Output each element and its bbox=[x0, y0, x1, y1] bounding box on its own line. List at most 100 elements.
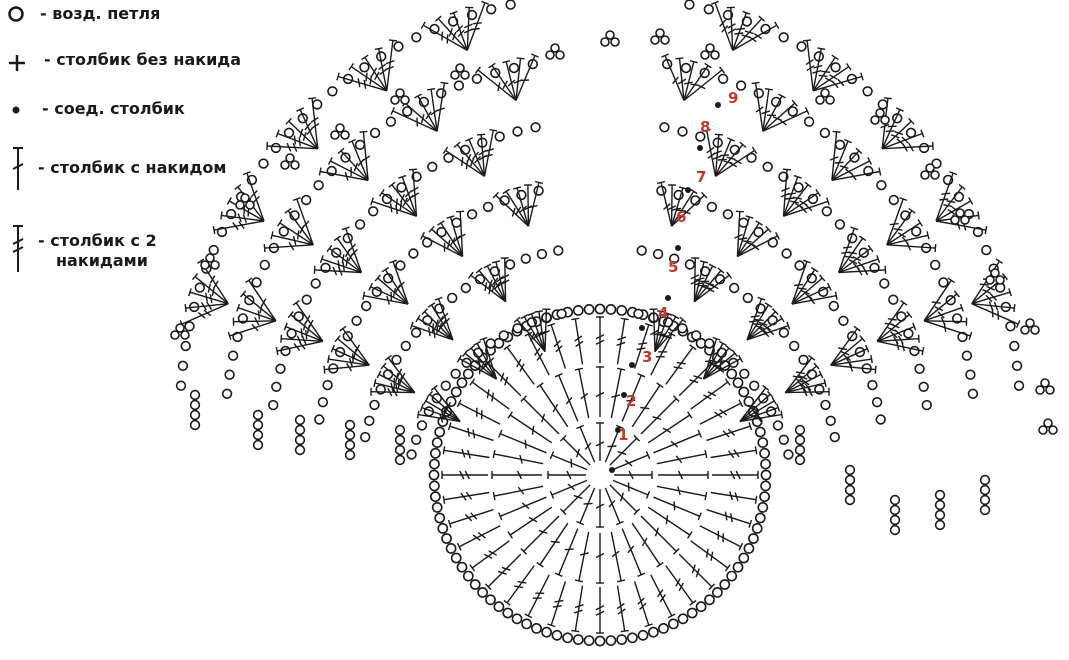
chain-stitch bbox=[704, 338, 715, 349]
stitch-stroke bbox=[491, 283, 497, 293]
chain-stitch bbox=[251, 277, 262, 288]
stitch bbox=[656, 449, 708, 465]
stitch-stroke bbox=[791, 269, 816, 305]
stitch-stroke bbox=[361, 54, 369, 61]
stitch-stroke bbox=[184, 304, 187, 313]
stitch-stroke bbox=[442, 495, 446, 504]
stitch-stroke bbox=[754, 495, 758, 504]
stitch-stroke bbox=[492, 277, 499, 286]
stitch-stroke bbox=[524, 613, 533, 619]
stitch bbox=[184, 301, 229, 313]
chain-stitch bbox=[360, 431, 371, 443]
stitch-stroke bbox=[530, 53, 539, 58]
stitch-stroke bbox=[298, 341, 306, 350]
chain-stitch bbox=[477, 587, 488, 598]
stitch-stroke bbox=[203, 309, 212, 317]
stitch bbox=[595, 366, 605, 417]
stitch-stroke bbox=[388, 181, 396, 188]
stitch-stroke bbox=[472, 429, 476, 439]
chain-stitch bbox=[1048, 425, 1058, 435]
stitch-stroke bbox=[551, 479, 588, 496]
stitch-stroke bbox=[712, 336, 721, 341]
stitch-stroke bbox=[886, 234, 929, 246]
stitch-stroke bbox=[304, 315, 311, 324]
stitch bbox=[571, 317, 584, 365]
stitch bbox=[830, 355, 873, 367]
stitch-stroke bbox=[334, 335, 341, 343]
stitch-stroke bbox=[843, 354, 852, 362]
stitch-stroke bbox=[829, 156, 839, 161]
stitch-stroke bbox=[797, 287, 807, 290]
chain-stitch bbox=[838, 315, 849, 326]
stitch-stroke bbox=[784, 357, 813, 394]
chain-stitch bbox=[556, 308, 567, 319]
chain-stitch bbox=[317, 397, 329, 408]
stitch-stroke bbox=[736, 228, 769, 258]
stitch-stroke bbox=[236, 303, 241, 312]
stitch-stroke bbox=[480, 134, 486, 177]
stitch-stroke bbox=[677, 470, 684, 480]
stitch-stroke bbox=[1008, 288, 1012, 297]
stitch-stroke bbox=[631, 522, 661, 566]
stitch-stroke bbox=[564, 548, 574, 551]
stitch-stroke bbox=[491, 260, 501, 264]
stitch-stroke bbox=[704, 491, 708, 501]
stitch-stroke bbox=[805, 59, 814, 66]
stitch-stroke bbox=[466, 2, 486, 51]
stitch-stroke bbox=[934, 306, 944, 312]
stitch-stroke bbox=[504, 376, 509, 386]
stitch-stroke bbox=[812, 48, 822, 91]
stitch-stroke bbox=[472, 151, 480, 160]
stitch bbox=[876, 322, 917, 342]
stitch-stroke bbox=[277, 219, 283, 227]
chain-stitch bbox=[400, 95, 410, 105]
stitch-stroke bbox=[428, 327, 431, 337]
stitch-stroke bbox=[678, 582, 684, 592]
stitch bbox=[559, 434, 591, 466]
stitch-stroke bbox=[527, 574, 550, 617]
stitch-stroke bbox=[762, 102, 796, 132]
stitch bbox=[336, 72, 387, 92]
stitch-stroke bbox=[859, 335, 866, 343]
stitch-stroke bbox=[853, 325, 861, 332]
chain-stitch bbox=[1030, 325, 1040, 335]
stitch-stroke bbox=[876, 255, 881, 264]
stitch-stroke bbox=[188, 288, 192, 297]
chain-stitch bbox=[953, 191, 965, 203]
stitch-stroke bbox=[826, 197, 830, 206]
stitch bbox=[263, 242, 314, 253]
stitch-stroke bbox=[384, 269, 409, 305]
stitch-stroke bbox=[831, 170, 881, 181]
stitch-stroke bbox=[1015, 320, 1021, 328]
stitch-stroke bbox=[690, 540, 729, 569]
stitch-stroke bbox=[714, 411, 723, 418]
stitch-stroke bbox=[387, 357, 416, 394]
stitch-stroke bbox=[732, 24, 778, 52]
stitch-stroke bbox=[574, 367, 584, 371]
stitch-stroke bbox=[578, 368, 590, 419]
stitch-stroke bbox=[580, 392, 589, 400]
stitch-stroke bbox=[402, 197, 409, 207]
stitch-stroke bbox=[762, 110, 808, 132]
chain-stitch bbox=[934, 489, 946, 501]
stitch-stroke bbox=[292, 196, 301, 201]
chain-stitch bbox=[175, 323, 185, 333]
stitch bbox=[631, 382, 664, 428]
stitch-stroke bbox=[464, 352, 497, 380]
chain-stitch bbox=[760, 469, 772, 481]
chain-stitch bbox=[290, 160, 300, 170]
stitch bbox=[284, 207, 314, 246]
chain-stitch bbox=[462, 368, 474, 380]
chain-stitch bbox=[732, 561, 744, 573]
stitch bbox=[837, 226, 859, 273]
chain-stitch bbox=[410, 327, 422, 338]
stitch-stroke bbox=[499, 496, 547, 517]
chain-stitch bbox=[712, 587, 723, 598]
stitch bbox=[838, 244, 874, 274]
stitch-stroke bbox=[341, 254, 345, 264]
stitch-stroke bbox=[801, 379, 810, 386]
stitch-stroke bbox=[296, 198, 314, 246]
chain-stitch bbox=[428, 469, 440, 481]
row-number: 1 bbox=[618, 426, 628, 444]
stitch bbox=[739, 384, 770, 422]
